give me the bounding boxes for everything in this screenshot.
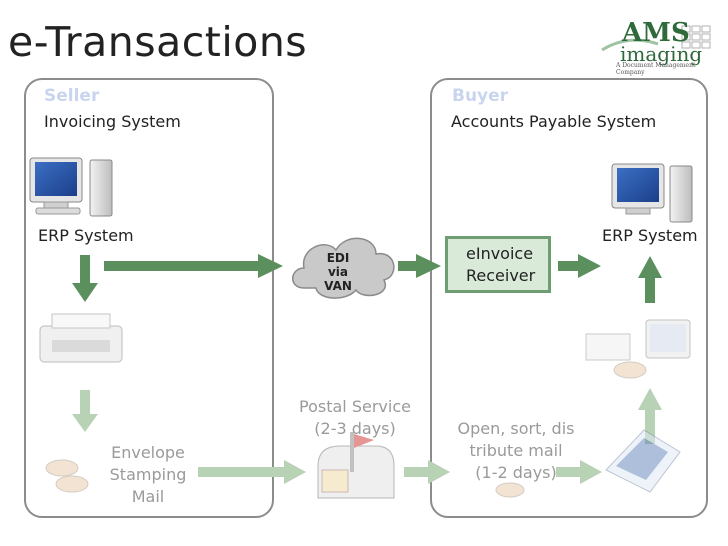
workstation-icon — [585, 319, 691, 379]
seller-erp-label: ERP System — [38, 226, 134, 245]
logo-grid-icon — [601, 25, 711, 52]
page-title: e-Transactions — [8, 18, 308, 66]
open-sort-line-3: (1-2 days) — [475, 463, 557, 482]
edi-van-cloud-icon — [292, 237, 395, 299]
seller-panel — [24, 78, 274, 518]
buyer-computer-icon — [611, 163, 693, 223]
edi-label-line-3: VAN — [324, 279, 352, 293]
edi-label-line-2: via — [327, 265, 349, 279]
buyer-header: Buyer — [452, 86, 509, 106]
einvoice-label-line-1: eInvoice — [466, 244, 534, 263]
logo-brand-bottom: imaging — [620, 42, 703, 66]
buyer-erp-label: ERP System — [602, 226, 698, 245]
printer-icon — [39, 313, 123, 363]
envelope-label-line-3: Mail — [131, 487, 165, 506]
hand-icon — [45, 459, 89, 493]
open-sort-line-2: tribute mail — [469, 441, 563, 460]
seller-subtitle: Invoicing System — [44, 112, 181, 131]
envelope-stamping-label: Envelope Stamping Mail — [100, 442, 196, 508]
postal-label-line-1: Postal Service — [299, 397, 411, 416]
postal-service-label: Postal Service (2-3 days) — [292, 396, 418, 440]
edi-label-line-1: EDI — [326, 251, 350, 265]
edi-van-label: EDI via VAN — [316, 251, 360, 293]
company-logo: AMS imaging A Document Management Compan… — [598, 18, 718, 76]
envelope-label-line-1: Envelope — [111, 443, 185, 462]
seller-header: Seller — [44, 86, 100, 106]
open-sort-label: Open, sort, dis tribute mail (1-2 days) — [446, 418, 586, 484]
seller-computer-icon — [29, 157, 113, 217]
faded-arrows — [72, 388, 662, 484]
mailbox-icon — [317, 432, 395, 499]
open-sort-line-1: Open, sort, dis — [457, 419, 575, 438]
active-arrows — [72, 254, 662, 303]
einvoice-receiver-box: eInvoice Receiver — [445, 236, 551, 293]
logo-tagline: A Document Management Company — [616, 62, 696, 76]
buyer-subtitle: Accounts Payable System — [451, 112, 657, 131]
einvoice-label-line-2: Receiver — [466, 266, 536, 285]
sort-hand-icon — [495, 482, 525, 498]
logo-brand-top: AMS — [622, 18, 690, 48]
envelope-label-line-2: Stamping — [109, 465, 187, 484]
scanner-icon — [605, 429, 681, 493]
postal-label-line-2: (2-3 days) — [314, 419, 396, 438]
